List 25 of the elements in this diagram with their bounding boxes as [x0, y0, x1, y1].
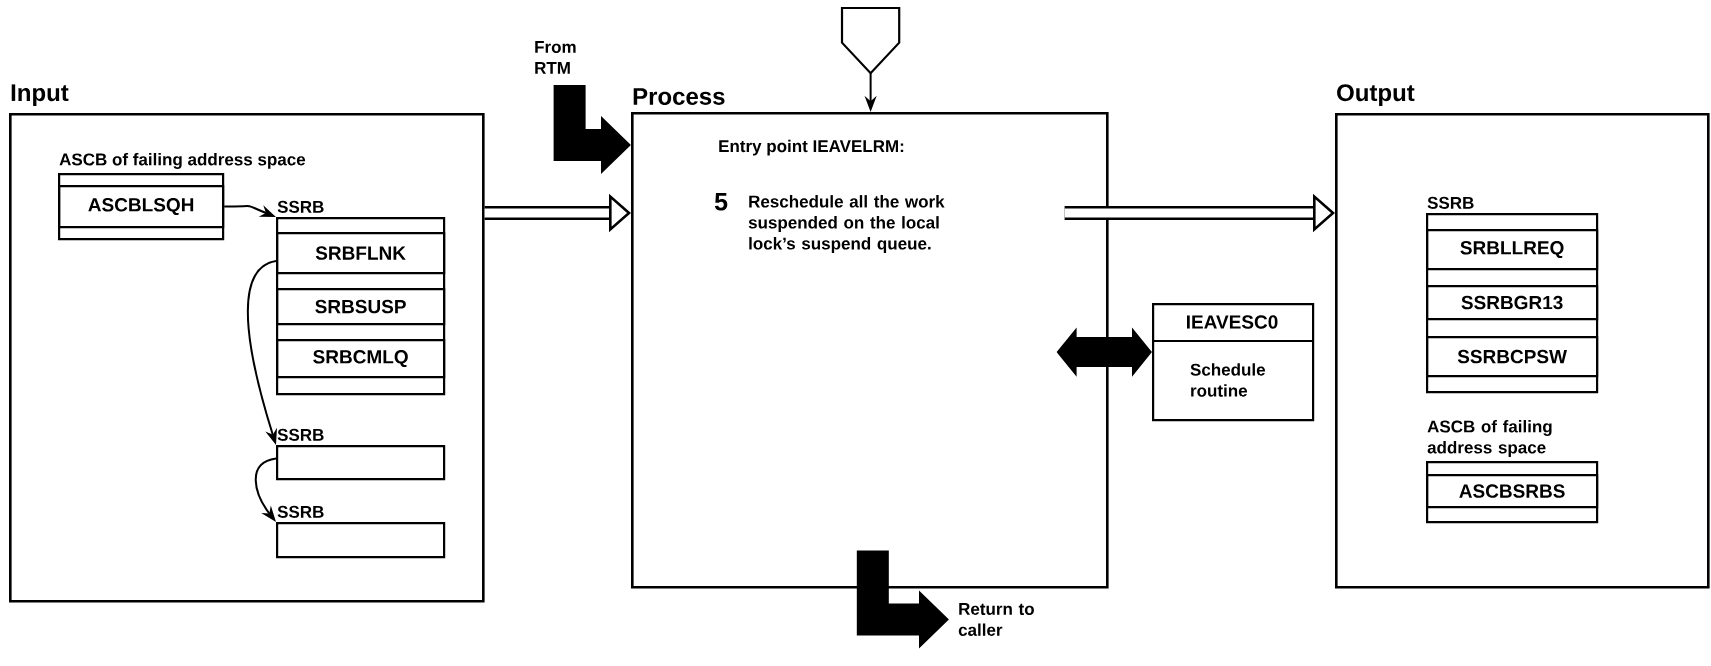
offpage-connector	[840, 6, 901, 75]
data-block: SSRB	[276, 428, 446, 481]
field-cell: SSRBCPSW	[1426, 336, 1599, 378]
node-label: SSRB	[277, 200, 324, 213]
node-label: ASCB of failing address space	[1427, 420, 1552, 457]
step-heading: Entry point IEAVELRM:	[719, 139, 904, 156]
node-label: Output	[1337, 84, 1415, 106]
field-cell: ASCBLSQH	[58, 185, 225, 229]
note-text: Return to caller	[958, 603, 1034, 636]
node-label: SSRB	[277, 505, 324, 518]
node-label: Input	[11, 84, 69, 106]
node-label: SSRB	[277, 428, 324, 441]
step-number: 5	[714, 193, 728, 211]
field-cell: SRBSUSP	[276, 288, 446, 326]
field-cell: SSRBGR13	[1426, 285, 1599, 321]
field-cell: SRBCMLQ	[276, 339, 446, 379]
node-label: SSRB	[1427, 196, 1474, 209]
field-cell: SRBLLREQ	[1426, 229, 1599, 271]
field-cell: SRBFLNK	[276, 232, 446, 275]
note-text: From RTM	[535, 41, 576, 74]
data-block: SSRB	[276, 505, 446, 559]
node-label: ASCB of failing address space	[59, 152, 306, 169]
step-text: Reschedule all the work suspended on the local lock’s suspend queue.	[748, 195, 945, 253]
module-box: IEAVESC0 Schedule routine	[1152, 303, 1315, 422]
field-cell: ASCBSRBS	[1426, 474, 1599, 509]
